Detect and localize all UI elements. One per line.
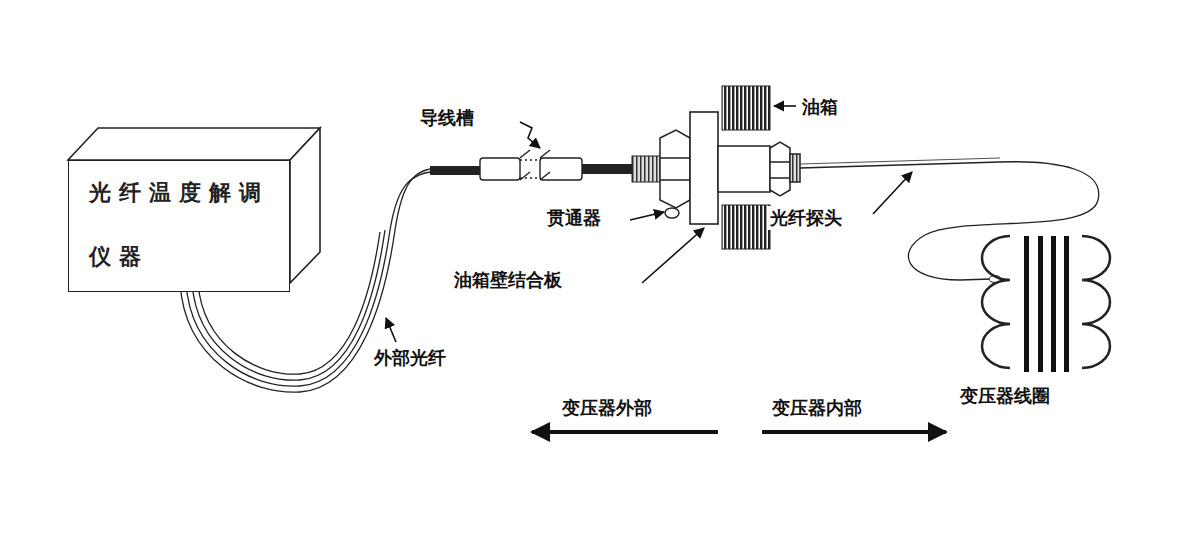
inner-fitting <box>718 142 800 196</box>
part-label: 光纤探头 <box>768 206 844 230</box>
wall-plate <box>690 112 718 224</box>
instrument-box: 光纤温度解调 仪器 <box>68 160 290 292</box>
part-label: 变压器内部 <box>770 396 864 420</box>
transformer-coil <box>982 236 1110 368</box>
thread <box>632 156 660 182</box>
part-label: 贯通器 <box>545 206 603 230</box>
cable-trough <box>480 150 582 180</box>
part-label: 外部光纤 <box>372 346 448 370</box>
leader-line <box>386 106 912 342</box>
direction-arrow <box>532 430 946 434</box>
part-label: 油箱壁结合板 <box>452 268 564 292</box>
transformer-core <box>1024 236 1069 372</box>
part-label: 油箱 <box>800 95 840 119</box>
part-label: 导线槽 <box>418 106 476 130</box>
cable <box>582 164 632 174</box>
box-label: 光纤温度解调 仪器 <box>69 161 285 289</box>
feedthrough <box>660 130 690 218</box>
fiber-connector <box>430 166 480 175</box>
fiber-probe <box>800 158 1000 164</box>
part-label: 变压器外部 <box>560 396 654 420</box>
part-label: 变压器线圈 <box>958 384 1052 408</box>
